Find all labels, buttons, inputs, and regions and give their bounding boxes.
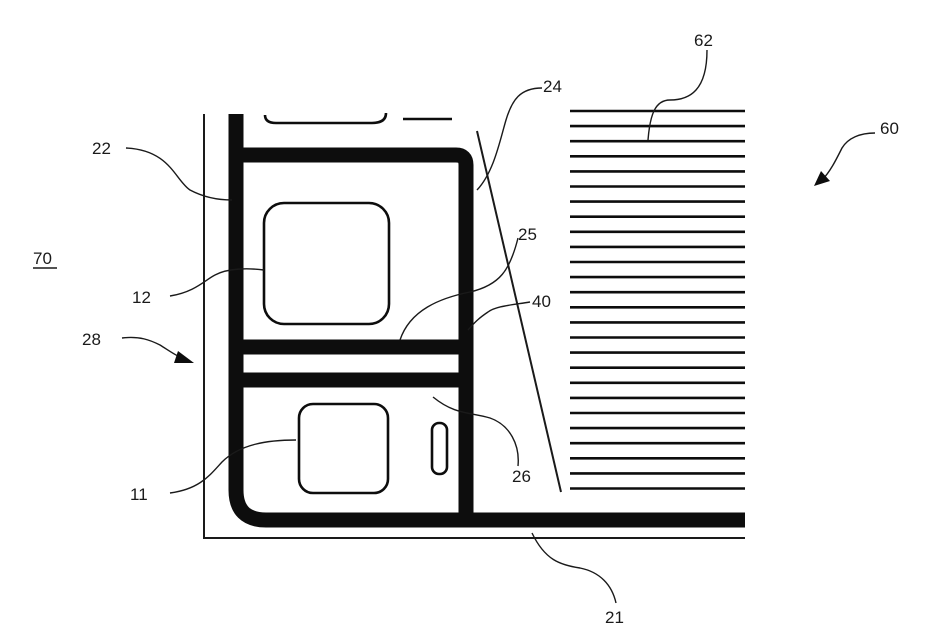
leader-60 (822, 133, 875, 180)
arrowhead-28 (174, 351, 194, 363)
label-40: 40 (532, 292, 551, 311)
leader-21 (532, 533, 616, 603)
small-slot-element (432, 423, 447, 474)
hatched-region-62 (570, 111, 745, 489)
leader-28 (122, 337, 180, 357)
top-partial-rounded-element (265, 113, 386, 123)
label-26: 26 (512, 467, 531, 486)
label-70: 70 (33, 249, 52, 268)
label-25: 25 (518, 225, 537, 244)
label-62: 62 (694, 31, 713, 50)
label-28: 28 (82, 330, 101, 349)
leader-22 (126, 148, 232, 200)
upper-chip-12 (264, 203, 389, 324)
leader-12 (170, 269, 264, 296)
lower-chip-11 (299, 404, 388, 493)
label-24: 24 (543, 77, 562, 96)
label-21: 21 (605, 608, 624, 627)
label-11: 11 (130, 485, 148, 504)
label-22: 22 (92, 139, 111, 158)
label-60: 60 (880, 119, 899, 138)
label-12: 12 (132, 288, 151, 307)
